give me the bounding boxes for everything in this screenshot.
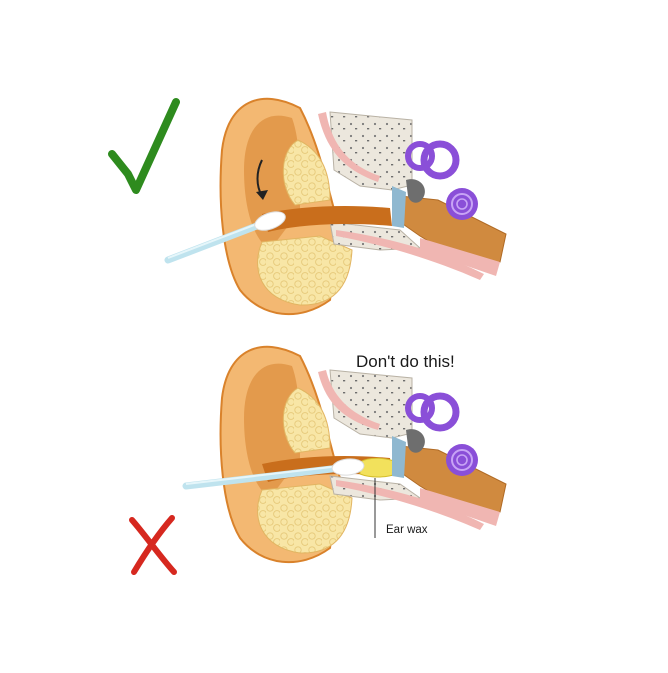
check-mark-icon [108, 98, 180, 194]
warning-label: Don't do this! [356, 352, 455, 371]
ear-wax-label: Ear wax [386, 524, 428, 536]
cochlea-icon [405, 140, 478, 220]
cross-mark-icon [129, 515, 177, 575]
cotton-swab-incorrect [182, 458, 365, 490]
cotton-swab-correct [164, 211, 286, 264]
cochlea-icon [405, 392, 478, 476]
ear-illustration-incorrect [182, 345, 507, 564]
ear-illustration-correct [164, 97, 507, 316]
